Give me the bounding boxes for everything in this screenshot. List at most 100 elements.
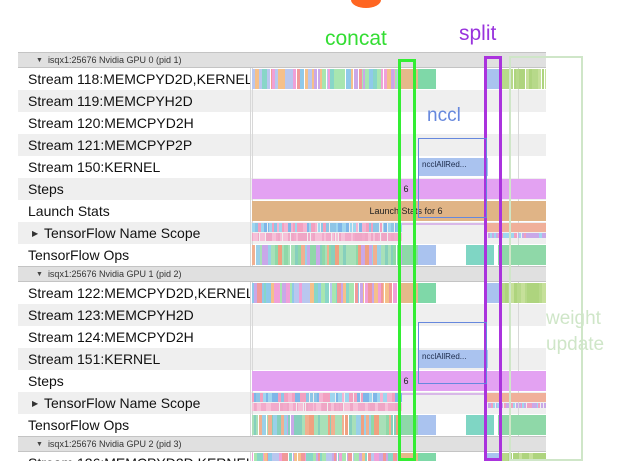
trace-event[interactable] (363, 223, 366, 232)
trace-event[interactable] (341, 453, 347, 461)
trace-event[interactable] (286, 69, 289, 89)
trace-event[interactable] (270, 69, 273, 89)
trace-event[interactable] (520, 283, 525, 303)
trace-event[interactable] (400, 233, 402, 241)
trace-event[interactable] (382, 233, 384, 241)
trace-event[interactable] (265, 233, 269, 241)
trace-event[interactable] (292, 69, 297, 89)
trace-event[interactable] (387, 245, 391, 265)
trace-event[interactable] (265, 393, 269, 402)
trace-event[interactable] (312, 245, 317, 265)
trace-event[interactable] (297, 233, 301, 241)
trace-event[interactable] (319, 69, 323, 89)
trace-event[interactable] (360, 393, 364, 402)
trace-event[interactable] (382, 453, 386, 461)
trace-event[interactable] (544, 453, 546, 461)
trace-event[interactable] (278, 223, 282, 232)
trace-event[interactable] (292, 283, 294, 303)
trace-event[interactable] (531, 69, 535, 89)
trace-event[interactable] (281, 415, 284, 435)
trace-event[interactable] (495, 403, 498, 408)
trace-event[interactable] (261, 403, 263, 411)
trace-event[interactable] (296, 403, 299, 411)
trace-event[interactable] (361, 245, 365, 265)
trace-event[interactable] (281, 283, 284, 303)
trace-event[interactable] (288, 415, 291, 435)
track-row[interactable]: Stream 118:MEMCPYD2D,KERNEL,ME (18, 68, 546, 90)
trace-event[interactable] (337, 393, 342, 402)
track-row[interactable]: ▶TensorFlow Name Scope (18, 392, 546, 414)
trace-event[interactable] (272, 233, 274, 241)
trace-event[interactable] (360, 403, 362, 411)
trace-event[interactable] (383, 233, 388, 241)
scope-line[interactable] (402, 393, 546, 395)
trace-event[interactable] (316, 245, 320, 265)
trace-event[interactable] (305, 69, 309, 89)
trace-event[interactable] (301, 403, 304, 411)
trace-event[interactable] (522, 453, 526, 461)
trace-event[interactable] (264, 283, 266, 303)
trace-event[interactable] (281, 393, 284, 402)
trace-event[interactable] (378, 233, 381, 241)
track-lane[interactable] (250, 452, 546, 461)
trace-event[interactable] (262, 415, 266, 435)
trace-event[interactable] (252, 223, 255, 232)
trace-event[interactable] (361, 223, 364, 232)
trace-event[interactable] (519, 69, 522, 89)
trace-event[interactable] (370, 403, 373, 411)
trace-event[interactable] (365, 223, 370, 232)
trace-event[interactable] (346, 283, 349, 303)
trace-event[interactable] (279, 403, 283, 411)
trace-event[interactable] (320, 223, 323, 232)
trace-event[interactable] (344, 415, 349, 435)
trace-event[interactable] (338, 69, 342, 89)
trace-event[interactable] (279, 233, 283, 241)
trace-event[interactable] (303, 233, 307, 241)
trace-event[interactable] (264, 453, 267, 461)
trace-event[interactable] (538, 403, 541, 408)
trace-event[interactable] (328, 415, 331, 435)
trace-event[interactable] (255, 245, 260, 265)
trace-event[interactable] (322, 69, 327, 89)
trace-event[interactable] (393, 453, 398, 461)
trace-event[interactable] (363, 393, 367, 402)
trace-event[interactable] (305, 403, 308, 411)
trace-event[interactable] (266, 415, 269, 435)
trace-event[interactable] (516, 453, 519, 461)
trace-event[interactable] (291, 223, 294, 232)
trace-event[interactable] (292, 453, 295, 461)
trace-event[interactable] (316, 283, 319, 303)
trace-event[interactable] (350, 223, 353, 232)
trace-event[interactable] (395, 233, 399, 241)
track-label[interactable]: Launch Stats (18, 200, 250, 222)
trace-event[interactable] (539, 283, 543, 303)
trace-event[interactable] (328, 69, 331, 89)
trace-event[interactable] (391, 69, 394, 89)
trace-event[interactable] (512, 453, 517, 461)
trace-event[interactable] (334, 69, 338, 89)
concat-block[interactable] (418, 69, 436, 89)
trace-event[interactable] (545, 283, 546, 303)
trace-event[interactable] (396, 245, 399, 265)
trace-event[interactable] (271, 415, 274, 435)
trace-event[interactable] (306, 245, 310, 265)
trace-event[interactable] (290, 233, 294, 241)
trace-event[interactable] (540, 453, 543, 461)
trace-event[interactable] (346, 403, 349, 411)
track-row[interactable]: Stream 120:MEMCPYD2H (18, 112, 546, 134)
trace-event[interactable] (330, 69, 335, 89)
trace-event[interactable] (273, 233, 277, 241)
trace-event[interactable] (371, 453, 375, 461)
trace-event[interactable] (276, 233, 278, 241)
trace-event[interactable] (327, 393, 330, 402)
trace-event[interactable] (361, 415, 364, 435)
trace-event[interactable] (335, 233, 339, 241)
split-op[interactable] (466, 245, 494, 265)
trace-event[interactable] (358, 223, 362, 232)
trace-event[interactable] (321, 403, 323, 411)
trace-event[interactable] (531, 403, 535, 408)
trace-event[interactable] (267, 403, 271, 411)
trace-event[interactable] (507, 233, 510, 238)
split-block[interactable] (486, 283, 500, 303)
trace-event[interactable] (259, 233, 262, 241)
